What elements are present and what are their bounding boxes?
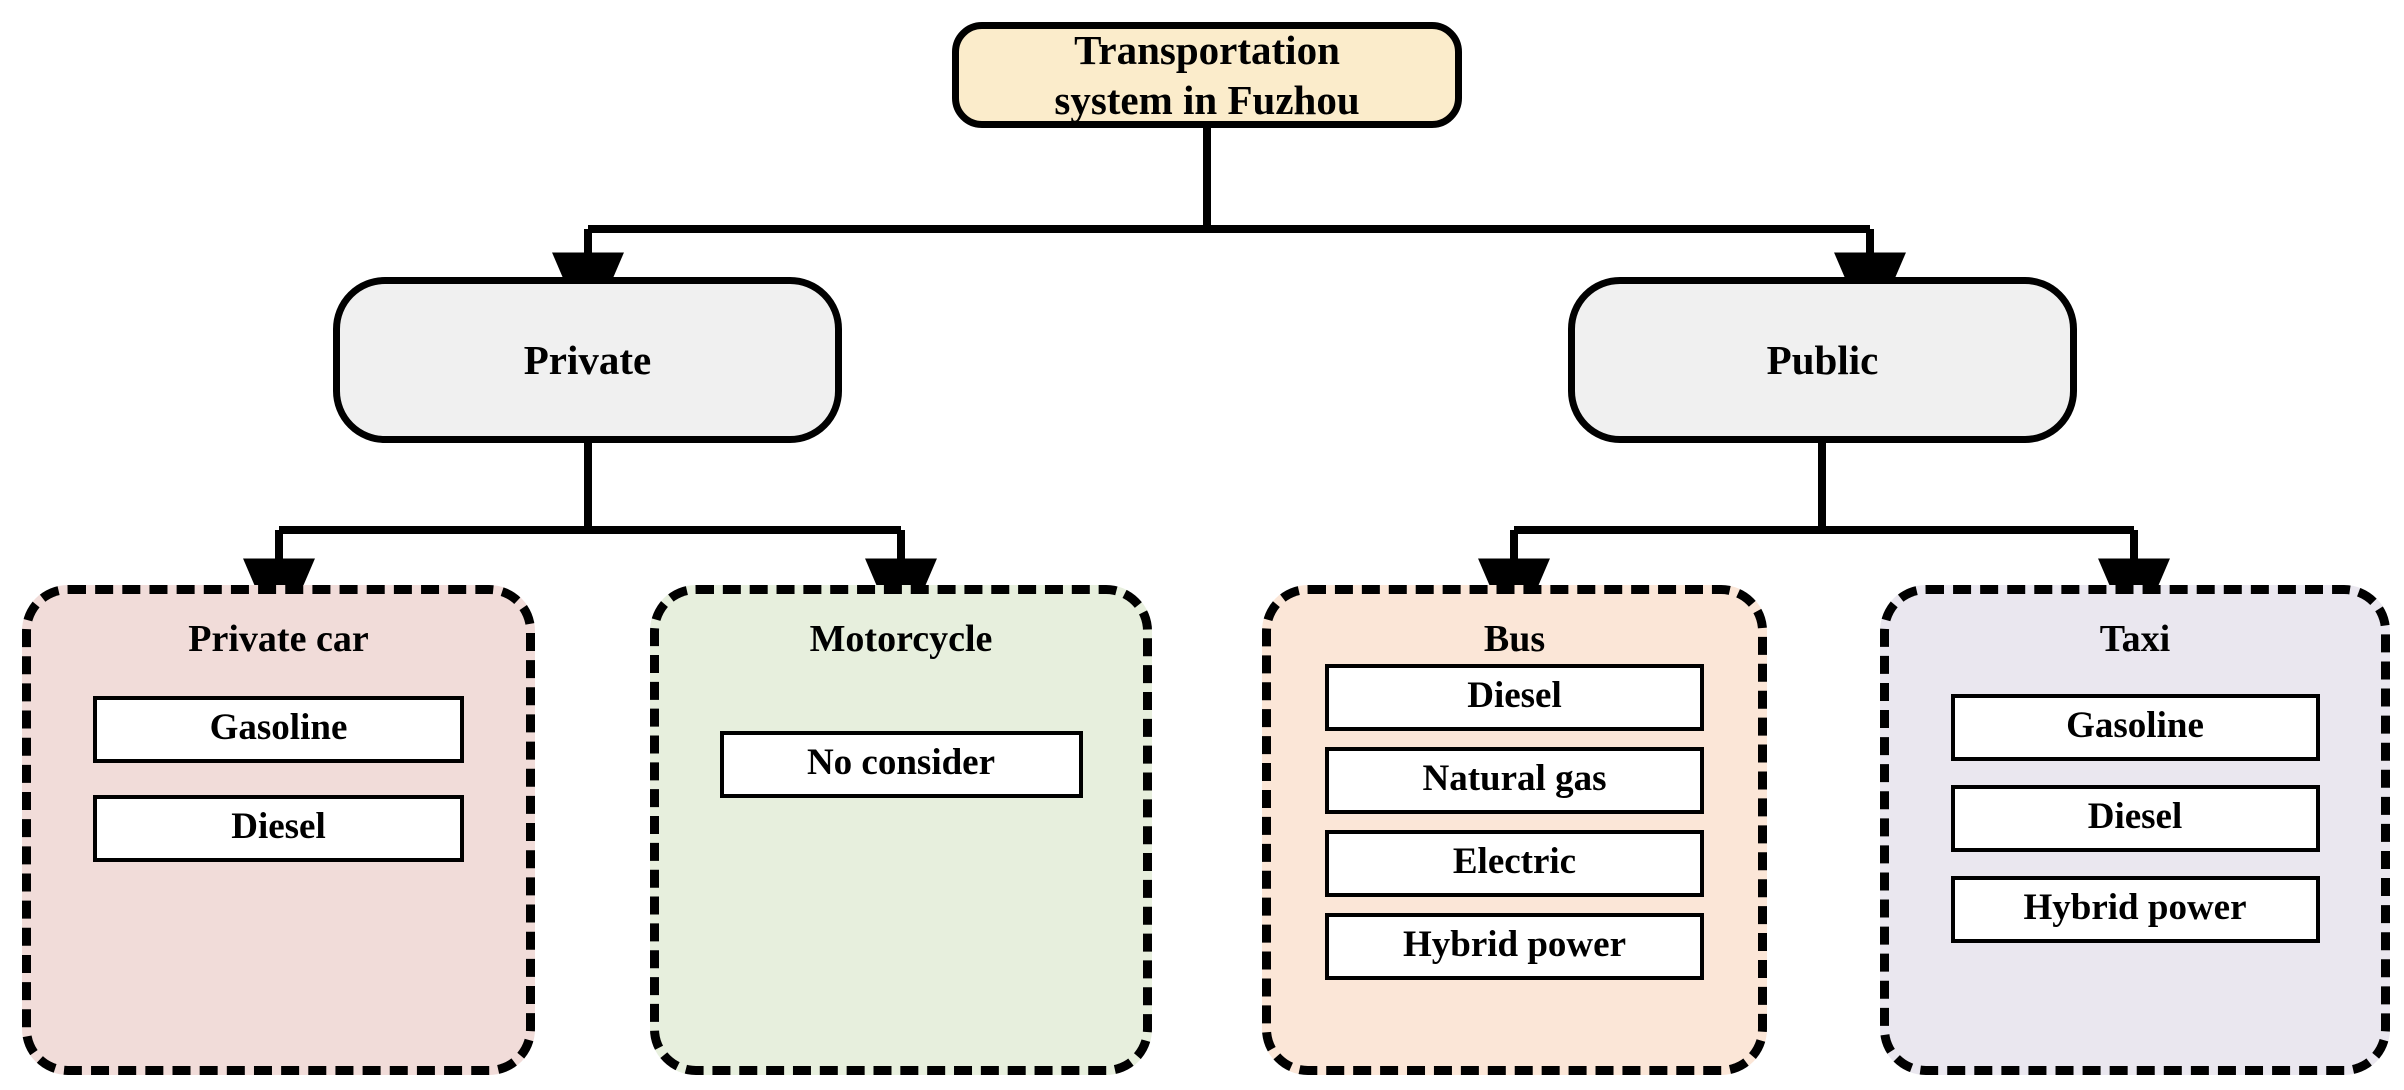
group-motorcycle-items: No consider: [659, 731, 1143, 798]
group-bus-title: Bus: [1483, 618, 1546, 660]
group-private-car-items: Gasoline Diesel: [31, 696, 526, 862]
group-taxi-title: Taxi: [2099, 618, 2171, 660]
node-public-label: Public: [1766, 337, 1879, 383]
chip-motorcycle-no-consider[interactable]: No consider: [719, 731, 1083, 798]
chip-bus-hybrid-power[interactable]: Hybrid power: [1324, 913, 1705, 980]
node-root-label-line1: Transportation: [1074, 26, 1340, 73]
chip-private-car-diesel[interactable]: Diesel: [92, 795, 465, 862]
group-taxi-items: Gasoline Diesel Hybrid power: [1889, 694, 2381, 943]
node-root-label-line2: system in Fuzhou: [1054, 77, 1360, 123]
node-private[interactable]: Private: [333, 277, 842, 443]
edge-public-to-leaves: [1478, 443, 2170, 643]
group-bus-items: Diesel Natural gas Electric Hybrid power: [1271, 664, 1758, 980]
group-motorcycle[interactable]: Motorcycle No consider: [650, 585, 1152, 1075]
node-root-label: Transportation system in Fuzhou: [1054, 25, 1359, 125]
group-bus[interactable]: Bus Diesel Natural gas Electric Hybrid p…: [1262, 585, 1767, 1075]
edge-private-to-leaves: [243, 443, 937, 643]
edge-root-to-branches: [552, 128, 1906, 337]
group-private-car[interactable]: Private car Gasoline Diesel: [22, 585, 535, 1075]
chip-taxi-hybrid-power[interactable]: Hybrid power: [1950, 876, 2320, 943]
group-private-car-title: Private car: [188, 618, 369, 660]
chip-taxi-diesel[interactable]: Diesel: [1950, 785, 2320, 852]
node-public[interactable]: Public: [1568, 277, 2077, 443]
node-root[interactable]: Transportation system in Fuzhou: [952, 22, 1462, 128]
chip-taxi-gasoline[interactable]: Gasoline: [1950, 694, 2320, 761]
group-motorcycle-title: Motorcycle: [809, 618, 993, 660]
group-taxi[interactable]: Taxi Gasoline Diesel Hybrid power: [1880, 585, 2390, 1075]
node-private-label: Private: [523, 337, 652, 383]
chip-bus-electric[interactable]: Electric: [1324, 830, 1705, 897]
chip-bus-diesel[interactable]: Diesel: [1324, 664, 1705, 731]
chip-bus-natural-gas[interactable]: Natural gas: [1324, 747, 1705, 814]
chip-private-car-gasoline[interactable]: Gasoline: [92, 696, 465, 763]
